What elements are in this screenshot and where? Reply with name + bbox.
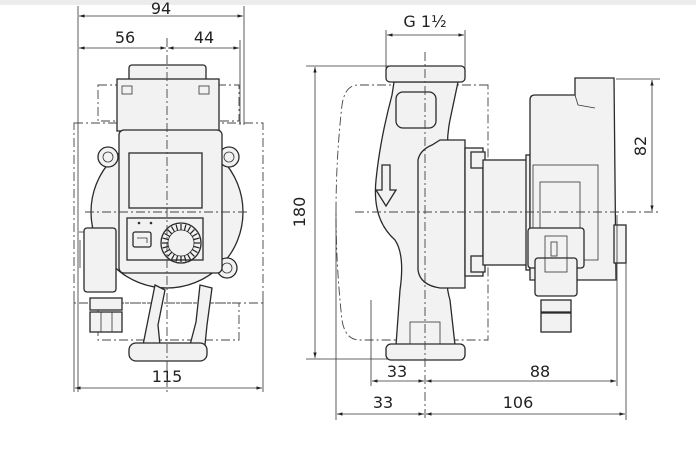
electronics-module bbox=[116, 78, 220, 132]
led-indicator bbox=[149, 221, 153, 225]
knob-grip-tick bbox=[189, 229, 195, 235]
pump-leg bbox=[142, 284, 166, 346]
mounting-ear bbox=[97, 146, 119, 168]
knob-grip-tick bbox=[170, 226, 176, 233]
housing-window bbox=[395, 91, 437, 129]
motor-shaft-housing bbox=[482, 159, 532, 266]
knob-grip-tick bbox=[186, 253, 192, 260]
knob-grip-tick bbox=[183, 255, 187, 262]
knob-grip-tick bbox=[164, 232, 171, 238]
dimension-label-88: 88 bbox=[530, 362, 550, 381]
connector-body bbox=[534, 257, 578, 297]
connector-latch bbox=[544, 235, 568, 273]
knob-grip-tick bbox=[186, 226, 192, 233]
connector-slot bbox=[550, 241, 558, 257]
latch bbox=[121, 85, 133, 95]
cable-gland-nut bbox=[540, 312, 572, 333]
knob-grip-tick bbox=[193, 245, 200, 249]
cable-gland bbox=[89, 297, 123, 311]
pump-leg bbox=[189, 284, 213, 346]
knob-grip-tick bbox=[175, 255, 179, 262]
dimension-label-106: 106 bbox=[503, 393, 534, 412]
dimension-label-180: 180 bbox=[290, 197, 309, 228]
knob-grip-tick bbox=[183, 224, 187, 231]
body-edge bbox=[574, 94, 579, 106]
dimension-label-thread: G 1½ bbox=[403, 12, 446, 31]
dimension-label-44: 44 bbox=[194, 28, 214, 47]
envelope-outline bbox=[97, 302, 240, 341]
knob-grip-tick bbox=[175, 224, 179, 231]
cable-gland-nut bbox=[89, 311, 123, 333]
dimension-label-56: 56 bbox=[115, 28, 135, 47]
mode-icon bbox=[137, 237, 148, 243]
pump-head bbox=[417, 139, 466, 289]
knob-grip-tick bbox=[167, 251, 173, 257]
knob-grip-tick bbox=[191, 232, 198, 238]
knob-grip-tick bbox=[162, 245, 169, 249]
top-edge-bar bbox=[0, 0, 696, 5]
latch bbox=[198, 85, 210, 95]
dimension-label-94: 94 bbox=[151, 0, 171, 18]
flow-direction-arrow-icon bbox=[374, 164, 398, 208]
terminal-strip bbox=[613, 224, 627, 264]
knob-grip-tick bbox=[162, 237, 169, 241]
dimension-label-33-inner: 33 bbox=[387, 362, 407, 381]
knob-grip-tick bbox=[167, 229, 173, 235]
knob-grip-tick bbox=[170, 253, 176, 260]
dimension-label-115: 115 bbox=[152, 367, 183, 386]
inlet-flange bbox=[385, 65, 466, 83]
screw-hole bbox=[223, 151, 235, 163]
control-panel bbox=[118, 129, 223, 274]
dimension-label-82: 82 bbox=[631, 136, 650, 156]
control-area bbox=[126, 217, 204, 261]
cable-connector bbox=[83, 227, 117, 293]
mode-button[interactable] bbox=[132, 231, 152, 248]
knob-grip-tick bbox=[189, 251, 195, 257]
led-indicator bbox=[137, 221, 141, 225]
display-screen bbox=[128, 152, 203, 209]
cable-gland bbox=[540, 299, 572, 313]
base-flange bbox=[128, 342, 208, 362]
knob-grip-tick bbox=[191, 248, 198, 254]
body-edge bbox=[577, 104, 596, 109]
front-view: 94 56 44 115 bbox=[73, 0, 264, 392]
knob-grip-tick bbox=[193, 237, 200, 241]
outlet-flange bbox=[385, 343, 466, 361]
dimension-label-33-outer: 33 bbox=[373, 393, 393, 412]
side-view: G 1½ 180 82 bbox=[290, 12, 660, 420]
screw-hole bbox=[102, 151, 114, 163]
control-knob[interactable] bbox=[160, 222, 202, 264]
